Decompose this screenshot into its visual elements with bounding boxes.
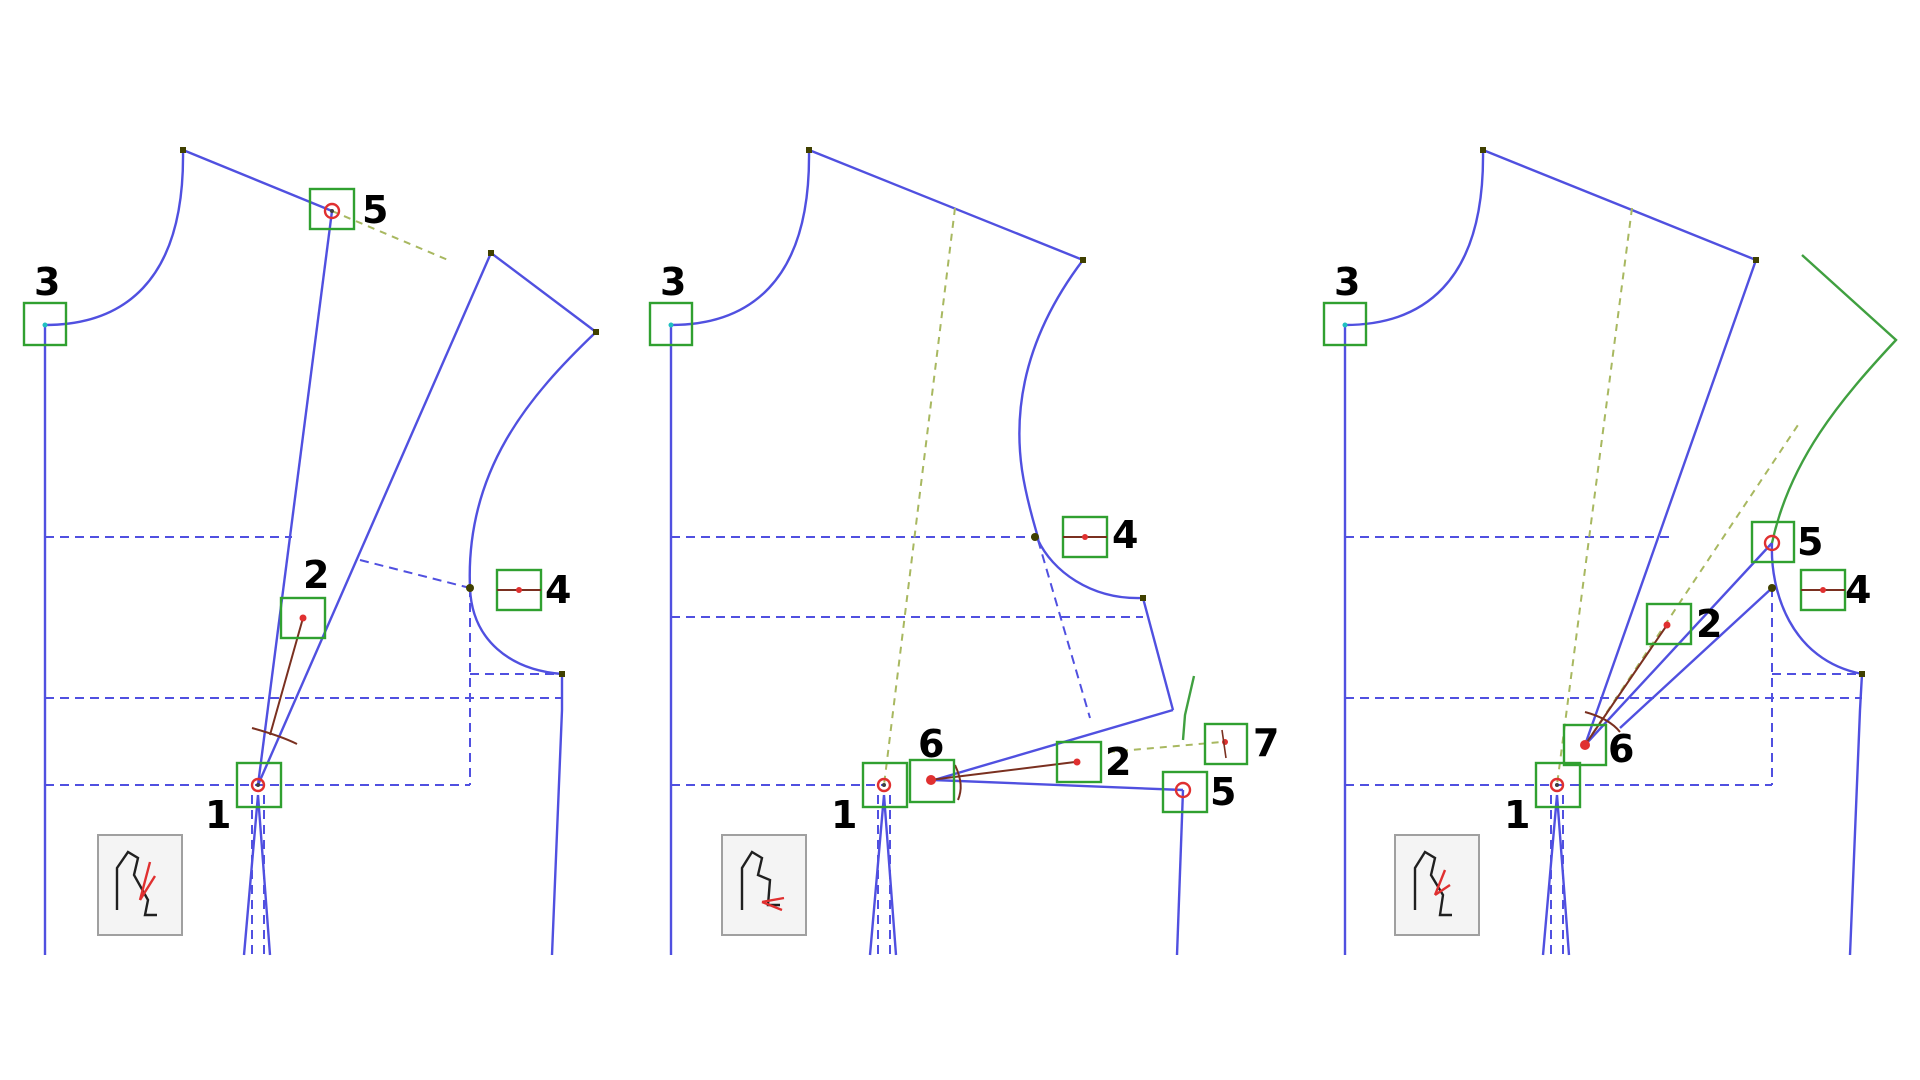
marker-label: 4: [545, 568, 571, 612]
marker-4[interactable]: 4: [495, 568, 571, 612]
vertex-point: [1480, 147, 1486, 153]
vertex-point: [1080, 257, 1086, 263]
shoulder-line: [808, 148, 1084, 262]
marker-5[interactable]: 5: [1161, 770, 1236, 814]
marker-label: 4: [1112, 513, 1138, 557]
construction-line-1: [883, 207, 956, 786]
vertex-point: [1768, 584, 1776, 592]
neckline-curve: [44, 149, 185, 327]
vertex-point: [466, 584, 474, 592]
marker-label: 3: [660, 260, 686, 304]
marker-label: 5: [1797, 520, 1823, 564]
dart-leg-left: [256, 210, 334, 786]
waist-dart-1: [1541, 794, 1571, 956]
panel-3-dart-close: 1 2 3 4 5 6: [1322, 147, 1898, 956]
vertex-point: [180, 147, 186, 153]
vertex-point: [806, 147, 812, 153]
dart-leg-bottom: [933, 778, 1184, 792]
dart-leg-right: [256, 252, 493, 786]
marker-label: 5: [362, 188, 388, 232]
armhole-depth-diagonal: [1037, 539, 1091, 719]
vertex-point: [559, 671, 565, 677]
neckline-curve: [1344, 149, 1485, 327]
marker-5[interactable]: 5: [1750, 520, 1823, 564]
armhole-curve-lower: [1036, 539, 1144, 600]
marker-7[interactable]: 7: [1203, 721, 1279, 766]
marker-1[interactable]: 1: [1504, 761, 1582, 837]
marker-3[interactable]: 3: [1322, 260, 1368, 347]
dart-leg-lower: [933, 708, 1174, 782]
marker-3[interactable]: 3: [22, 260, 68, 347]
armhole-curve: [1770, 542, 1863, 676]
green-rotated-armhole: [1770, 254, 1898, 544]
vertex-point: [593, 329, 599, 335]
marker-label: 2: [303, 553, 329, 597]
marker-6[interactable]: 6: [1562, 723, 1634, 771]
rotation-arc: [251, 727, 298, 745]
vertex-point: [488, 250, 494, 256]
shoulder-line-left: [182, 148, 333, 213]
waist-dart-1-center: [251, 795, 265, 955]
side-seam: [1848, 673, 1864, 956]
panel-1-dart-rotation: 1 2 3 4 5: [22, 147, 599, 956]
shoulder-line-right: [490, 252, 597, 333]
marker-label: 1: [1504, 793, 1530, 837]
side-seam: [1175, 789, 1185, 956]
marker-label: 6: [1608, 727, 1634, 771]
dart-leg-upper: [1141, 597, 1175, 711]
transfer-arc: [954, 764, 962, 801]
marker-label: 6: [918, 722, 944, 766]
marker-label: 1: [205, 793, 231, 837]
waist-dart-1: [242, 794, 272, 956]
close-arc: [1584, 711, 1621, 733]
side-seam: [550, 674, 564, 956]
armhole-curve: [468, 331, 597, 676]
marker-label: 2: [1696, 602, 1722, 646]
marker-1[interactable]: 1: [205, 761, 283, 837]
dart-leg-left: [1583, 259, 1758, 746]
waist-dart-1-center: [1550, 795, 1564, 955]
marker-label: 3: [34, 260, 60, 304]
marker-3[interactable]: 3: [648, 260, 694, 347]
marker-6[interactable]: 6: [908, 722, 956, 804]
vertex-point: [1859, 671, 1865, 677]
panel-2-dart-transfer: 1 2 3 4 5 6: [648, 147, 1279, 956]
vertex-point: [1753, 257, 1759, 263]
marker-label: 7: [1253, 721, 1279, 765]
marker-label: 2: [1105, 740, 1131, 784]
armhole-curve-upper: [1018, 259, 1084, 542]
vertex-point: [1140, 595, 1146, 601]
armhole-link-line: [1619, 587, 1773, 729]
marker-2[interactable]: 2: [1055, 740, 1131, 784]
marker-5[interactable]: 5: [308, 187, 388, 232]
marker-4[interactable]: 4: [1061, 513, 1138, 559]
vertex-point: [1031, 533, 1039, 541]
marker-label: 1: [831, 793, 857, 837]
shoulder-line: [1482, 148, 1757, 262]
dart-transfer-icon[interactable]: [721, 834, 807, 936]
marker-2[interactable]: 2: [1645, 602, 1722, 646]
marker-label: 4: [1845, 568, 1871, 612]
green-guide-line: [1181, 675, 1196, 741]
marker-label: 5: [1210, 770, 1236, 814]
waist-dart-1: [868, 794, 898, 956]
construction-line-1: [1556, 207, 1633, 786]
dart-close-icon[interactable]: [1394, 834, 1480, 936]
neckline-curve: [670, 149, 811, 327]
marker-2[interactable]: 2: [279, 553, 329, 640]
armhole-depth-line: [359, 559, 471, 589]
marker-1[interactable]: 1: [831, 761, 909, 837]
construction-line-2: [1107, 741, 1223, 753]
dart-rotate-icon[interactable]: [97, 834, 183, 936]
marker-label: 3: [1334, 260, 1360, 304]
transfer-radius-line: [929, 761, 1076, 781]
waist-dart-1-center: [877, 795, 891, 955]
marker-4[interactable]: 4: [1799, 568, 1871, 612]
construction-line-1: [331, 210, 449, 261]
